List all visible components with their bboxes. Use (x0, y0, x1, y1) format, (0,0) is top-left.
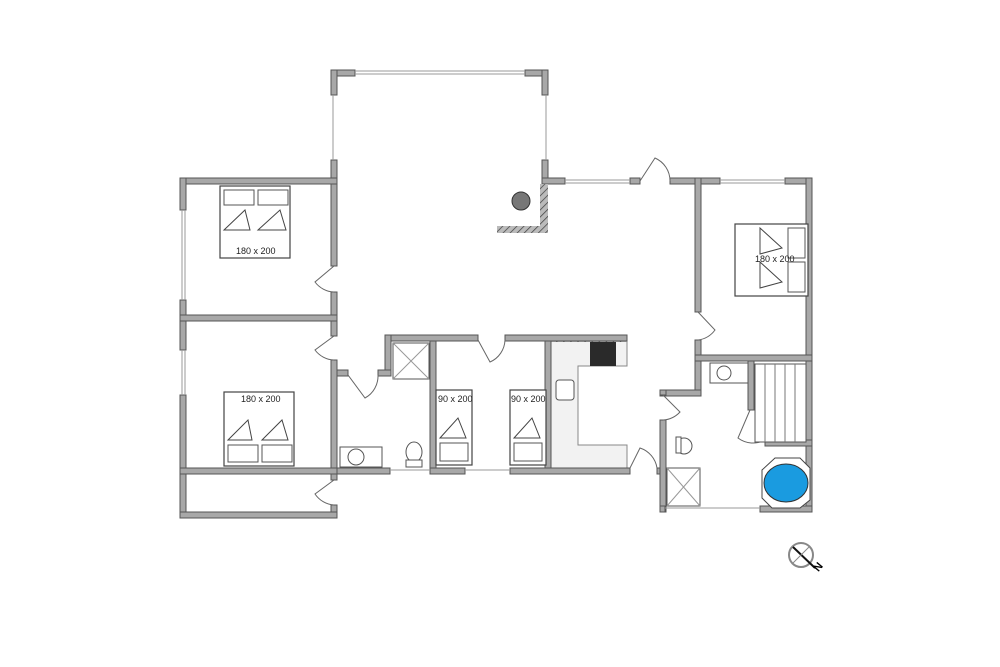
shower-2 (666, 467, 701, 507)
bed-size-label: 90 x 200 (511, 394, 546, 404)
wall-segment (541, 177, 566, 185)
toilet-2 (675, 436, 693, 455)
wall-segment (659, 505, 666, 513)
shower-1 (392, 342, 430, 380)
kitchen-sink (555, 379, 575, 401)
wall-segment (504, 334, 628, 342)
wall-segment (694, 339, 702, 396)
toilet-1 (405, 441, 423, 468)
spa-bath (761, 457, 811, 509)
staircase (754, 363, 807, 443)
stove-fireplace-icon (511, 191, 531, 211)
wall-segment (384, 334, 392, 372)
wall-segment (330, 183, 338, 267)
compass-icon: N (788, 542, 826, 574)
compass-north-label: N (811, 560, 825, 574)
wall-segment (179, 467, 338, 475)
wall-segment (336, 369, 349, 377)
wall-segment (336, 467, 391, 475)
washbasin-1 (339, 446, 383, 468)
wall-segment (694, 177, 702, 313)
bed-size-label: 180 x 200 (755, 254, 795, 264)
fireplace-wall (540, 184, 548, 229)
fireplace (497, 226, 548, 233)
wall-segment (179, 299, 187, 351)
bed-double-1: 180 x 200 (219, 185, 291, 259)
bed-single-2: 90 x 200 (509, 389, 547, 466)
bed-single-1: 90 x 200 (435, 389, 473, 466)
wall-segment (629, 177, 641, 185)
wall-segment (747, 360, 755, 411)
bed-size-label: 180 x 200 (236, 246, 276, 256)
wall-segment (429, 467, 466, 475)
wall-segment (179, 314, 338, 322)
wall-segment (659, 389, 667, 396)
wall-segment (377, 369, 392, 377)
wall-segment (541, 69, 549, 96)
wall-segment (179, 177, 187, 211)
washbasin-2 (709, 362, 749, 384)
wall-segment (179, 394, 187, 519)
wall-segment (694, 354, 813, 362)
wall-segment (330, 359, 338, 481)
wall-segment (330, 291, 338, 337)
wall-segment (659, 419, 667, 513)
bed-size-label: 90 x 200 (438, 394, 473, 404)
wall-segment (509, 467, 631, 475)
wall-segment (179, 177, 338, 185)
wall-segment (429, 340, 437, 469)
walls (179, 69, 813, 519)
wall-segment (179, 511, 338, 519)
wall-segment (330, 69, 338, 96)
windows (181, 70, 785, 509)
stove (590, 342, 616, 366)
bed-double-2: 180 x 200 (223, 391, 295, 467)
bed-double-3: 180 x 200 (734, 223, 809, 297)
wall-segment (384, 334, 479, 342)
bed-size-label: 180 x 200 (241, 394, 281, 404)
